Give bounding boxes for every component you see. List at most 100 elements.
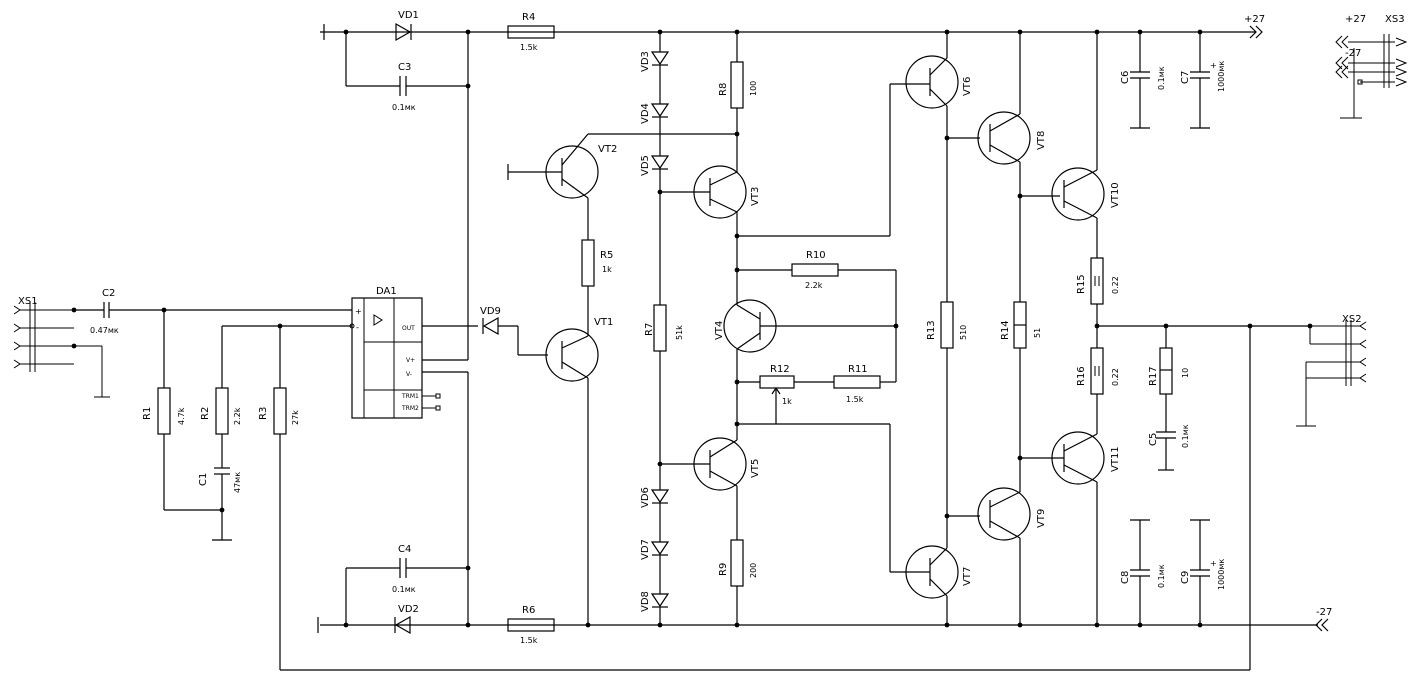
r9-label: R9 — [718, 563, 729, 576]
xs3-neg-label: -27 — [1345, 48, 1361, 59]
r10-value: 2.2k — [805, 281, 823, 290]
r15-value: 0.22 — [1111, 276, 1120, 294]
c3-value: 0.1мк — [392, 103, 416, 112]
vd9: VD9 — [480, 306, 548, 356]
vt3-label: VT3 — [750, 187, 761, 206]
r17-value: 10 — [1181, 368, 1190, 378]
r4-label: R4 — [522, 12, 535, 23]
c7-polarity: + — [1210, 61, 1217, 70]
r13-value: 510 — [959, 325, 968, 340]
xs2-label: XS2 — [1342, 314, 1362, 325]
c7-label: C7 — [1180, 71, 1191, 84]
r7-value: 51k — [675, 325, 684, 340]
r3-label: R3 — [258, 407, 269, 420]
r1-value: 4.7k — [177, 407, 186, 425]
vd3-label: VD3 — [640, 51, 651, 72]
vt6-label: VT6 — [962, 77, 973, 96]
r1-label: R1 — [142, 407, 153, 420]
r12-value: 1k — [782, 397, 792, 406]
da1-pin-trim1: TRM1 — [401, 393, 419, 400]
r5-value: 1k — [602, 265, 612, 274]
xs2-connector: XS2 — [1296, 314, 1367, 427]
da1-label: DA1 — [376, 286, 397, 297]
r12-label: R12 — [770, 364, 790, 375]
da1-pin-minus: - — [356, 323, 359, 332]
opamp-supply: VD1 C3 0.1мк VD2 C4 0.1мк — [345, 10, 469, 635]
da1-pin-vneg: V- — [406, 371, 412, 378]
r16-label: R16 — [1076, 366, 1087, 386]
r8-value: 100 — [749, 81, 758, 96]
r10-label: R10 — [806, 250, 826, 261]
vd2-label: VD2 — [398, 604, 419, 615]
vt5-label: VT5 — [750, 459, 761, 478]
r2-value: 2.2k — [233, 407, 242, 425]
xs1-connector: XS1 — [13, 296, 110, 398]
da1-pin-vpos: V+ — [406, 357, 415, 364]
da1-pin-plus: + — [355, 307, 362, 316]
c9-label: C9 — [1180, 571, 1191, 584]
vt2-label: VT2 — [598, 144, 617, 155]
r5-label: R5 — [600, 250, 613, 261]
input-network: C2 0.47мк R1 4.7k R2 2.2k C1 47мк R3 27k — [74, 288, 1251, 671]
vd8-label: VD8 — [640, 591, 651, 612]
r8-label: R8 — [718, 83, 729, 96]
r16-value: 0.22 — [1111, 368, 1120, 386]
xs1-label: XS1 — [18, 296, 38, 307]
r6-label: R6 — [522, 605, 535, 616]
opamp-triangle-icon — [373, 314, 383, 326]
rail-pos-label: +27 — [1244, 14, 1265, 25]
xs3-connector: XS3 +27 -27 — [1335, 14, 1408, 119]
c2-label: C2 — [102, 288, 115, 299]
vd5-label: VD5 — [640, 155, 651, 176]
vt1-vt2-stage: VT2 R5 1k VT1 — [507, 133, 737, 625]
c4-value: 0.1мк — [392, 585, 416, 594]
r14-label: R14 — [1000, 320, 1011, 340]
vt9-label: VT9 — [1036, 509, 1047, 528]
c3-label: C3 — [398, 62, 411, 73]
vt11-label: VT11 — [1110, 446, 1121, 472]
xs3-pos-label: +27 — [1345, 14, 1366, 25]
power-rails: +27 -27 — [317, 14, 1332, 633]
vt1-label: VT1 — [594, 317, 613, 328]
junction-dots — [71, 29, 1313, 628]
da1-pin-trim2: TRM2 — [401, 405, 419, 412]
c1-label: C1 — [198, 473, 209, 486]
c6-value: 0.1мк — [1157, 66, 1166, 90]
c9-polarity: + — [1210, 559, 1217, 568]
c2-value: 0.47мк — [90, 326, 119, 335]
xs3-label: XS3 — [1385, 14, 1405, 25]
c6-label: C6 — [1120, 71, 1131, 84]
vt10-label: VT10 — [1110, 182, 1121, 208]
c1-value: 47мк — [233, 472, 242, 493]
r3-value: 27k — [291, 410, 300, 425]
vt4-label: VT4 — [714, 321, 725, 340]
bias-diodes: VD3 VD4 VD5 R7 51k VD6 VD7 VD8 — [640, 32, 684, 625]
c7-value: 1000мк — [1217, 61, 1226, 92]
r11-label: R11 — [848, 364, 868, 375]
c8-value: 0.1мк — [1157, 564, 1166, 588]
r2-label: R2 — [200, 407, 211, 420]
vd4-label: VD4 — [640, 103, 651, 124]
r15-label: R15 — [1076, 274, 1087, 294]
c4-label: C4 — [398, 544, 411, 555]
opamp-da1: DA1 + - OUT V+ V- TRM1 TRM2 — [349, 286, 478, 419]
r9-value: 200 — [749, 563, 758, 578]
r4-value: 1.5k — [520, 43, 538, 52]
c5-label: C5 — [1148, 433, 1159, 446]
rail-neg-label: -27 — [1316, 607, 1332, 618]
vd7-label: VD7 — [640, 539, 651, 560]
r13-label: R13 — [926, 320, 937, 340]
vt8-label: VT8 — [1036, 131, 1047, 150]
da1-pin-out: OUT — [402, 325, 415, 332]
r7-label: R7 — [644, 323, 655, 336]
vd9-label: VD9 — [480, 306, 501, 317]
r6-value: 1.5k — [520, 636, 538, 645]
vd6-label: VD6 — [640, 487, 651, 508]
c9-value: 1000мк — [1217, 559, 1226, 590]
c5-value: 0.1мк — [1181, 424, 1190, 448]
r17-label: R17 — [1148, 366, 1159, 386]
r14-value: 51 — [1033, 328, 1042, 338]
supply-decoupling: C6 0.1мк + C7 1000мк C8 0.1мк + C9 1000м… — [1120, 32, 1226, 625]
output-stage: VT6 VT8 VT10 R13 510 R14 51 R15 0.22 — [905, 32, 1310, 625]
